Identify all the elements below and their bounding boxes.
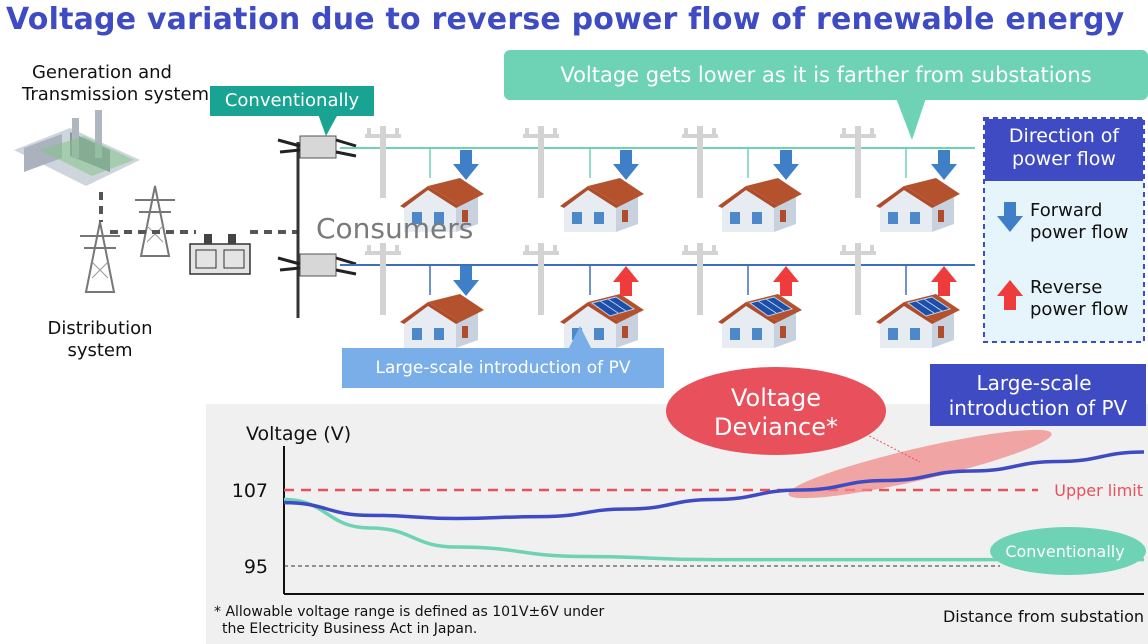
forward-arrow-icon (931, 150, 957, 180)
y-axis-label: Voltage (V) (246, 423, 351, 445)
voltage-lower-text: Voltage gets lower as it is farther from… (560, 63, 1092, 87)
pv-annotation-label: Large-scale (976, 371, 1091, 395)
reverse-arrow-icon (931, 266, 957, 296)
house-pv-icon (560, 294, 644, 348)
pv-annotation-label: introduction of PV (949, 396, 1128, 420)
page-title: Voltage variation due to reverse power f… (6, 2, 1125, 37)
pv-intro-text: Large-scale introduction of PV (375, 358, 631, 378)
pole-icon (365, 243, 401, 315)
y-tick-label: 107 (232, 480, 268, 502)
series-line-conventional (283, 497, 1144, 562)
house-pv-icon (718, 294, 802, 348)
consumers-label: Consumers (316, 212, 474, 245)
voltage-lower-callout (504, 50, 1148, 140)
switch-icon (277, 253, 357, 277)
house-icon (718, 178, 802, 232)
pole-icon (682, 243, 718, 315)
deviance-label: Voltage (731, 384, 821, 412)
factory-illustration (14, 110, 140, 186)
upper-limit-label: Upper limit (1054, 481, 1143, 500)
house-icon (876, 178, 960, 232)
switch-icon (277, 135, 357, 159)
series-line-pv (283, 450, 1145, 521)
pv-intro-box (342, 348, 664, 388)
reverse-arrow-icon (773, 266, 799, 296)
forward-arrow-icon (613, 150, 639, 180)
forward-arrow-icon (453, 266, 479, 296)
y-tick-label: 95 (244, 556, 268, 578)
house-pv-icon (876, 294, 960, 348)
pole-icon (523, 126, 559, 198)
house-icon (560, 178, 644, 232)
house-icon (400, 294, 484, 348)
conventionally-box: Conventionally (210, 86, 374, 116)
x-axis-label: Distance from substation (943, 607, 1144, 626)
transformer-icon (189, 234, 251, 275)
voltage-chart: Voltage (V) Distance from substation 95 107… (232, 364, 1146, 626)
deviance-region (788, 429, 1052, 499)
pole-icon (523, 243, 559, 315)
pole-icon (840, 126, 876, 198)
footnote: * Allowable voltage range is defined as … (214, 604, 605, 637)
pole-icon (365, 126, 401, 198)
deviance-bubble (666, 367, 886, 455)
conventional-annotation-bubble (990, 527, 1146, 575)
pole-icon (840, 243, 876, 315)
deviance-label: Deviance* (714, 413, 838, 441)
pole-icon (682, 126, 718, 198)
reverse-arrow-icon (613, 266, 639, 296)
forward-arrow-icon (453, 150, 479, 180)
pv-annotation-box (930, 364, 1146, 426)
forward-arrow-icon (773, 150, 799, 180)
conventional-annotation-label: Conventionally (1005, 542, 1124, 561)
tower-icon (134, 185, 176, 257)
